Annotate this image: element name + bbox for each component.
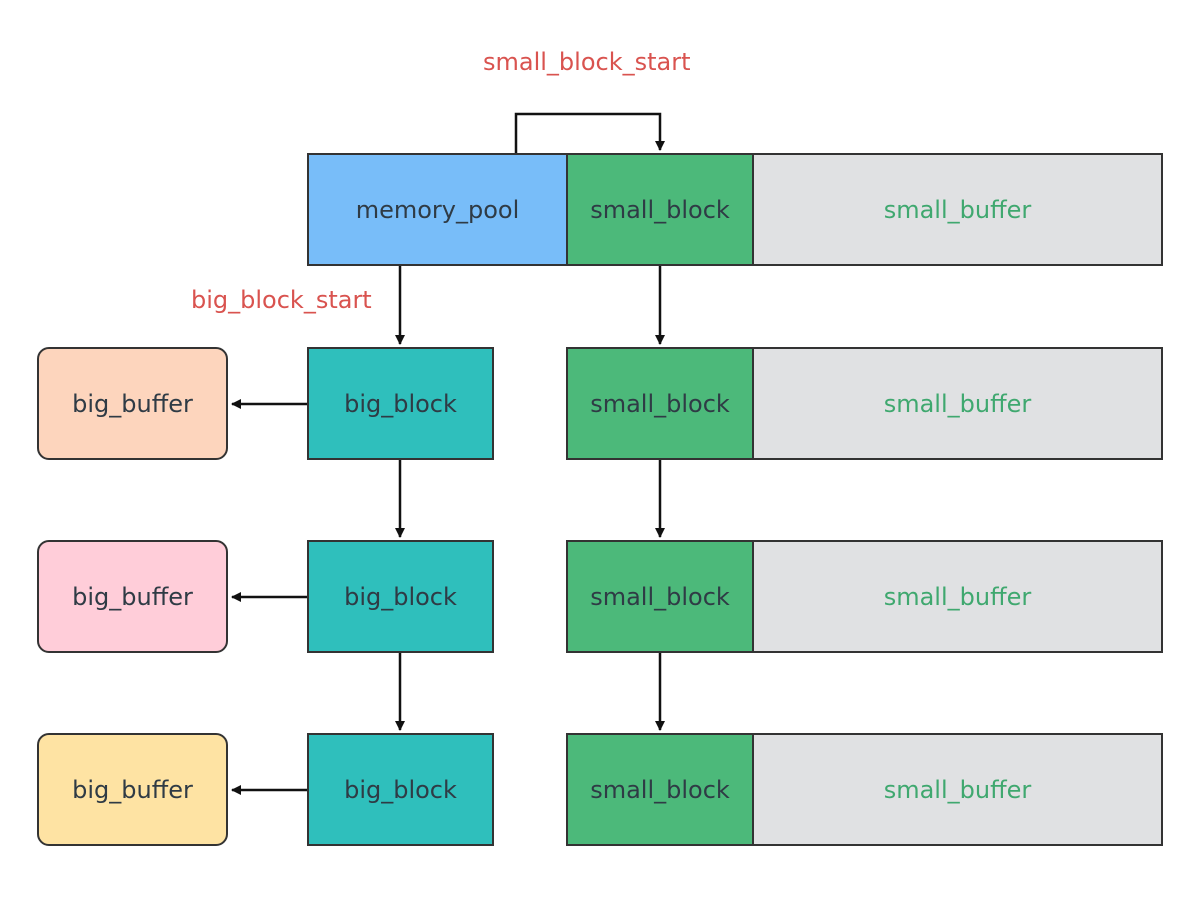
small-block-box: small_block	[566, 153, 754, 266]
big-block-box: big_block	[307, 347, 494, 460]
small-buffer-box: small_buffer	[752, 733, 1163, 846]
small-block-box: small_block	[566, 733, 754, 846]
small-block-start-label: small_block_start	[483, 48, 691, 76]
small-buffer-box: small_buffer	[752, 347, 1163, 460]
big-buffer-box: big_buffer	[37, 347, 228, 460]
big-block-box: big_block	[307, 733, 494, 846]
big-block-box: big_block	[307, 540, 494, 653]
small-block-box: small_block	[566, 540, 754, 653]
big-buffer-box: big_buffer	[37, 733, 228, 846]
memory-pool-box: memory_pool	[307, 153, 568, 266]
big-buffer-box: big_buffer	[37, 540, 228, 653]
big-block-start-label: big_block_start	[191, 286, 372, 314]
arrow-small-block-start	[514, 112, 665, 154]
small-block-box: small_block	[566, 347, 754, 460]
small-buffer-box: small_buffer	[752, 153, 1163, 266]
small-buffer-box: small_buffer	[752, 540, 1163, 653]
